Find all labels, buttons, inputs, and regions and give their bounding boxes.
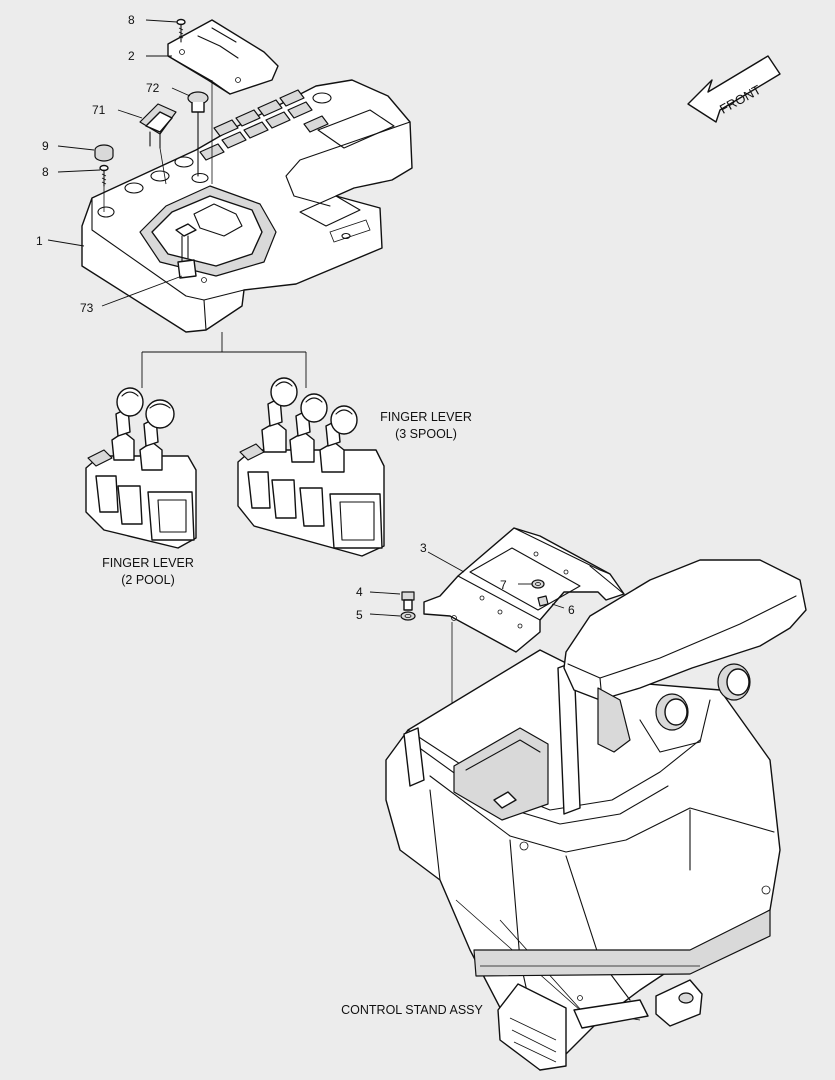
- finger-lever-3-spool: [237, 377, 385, 557]
- callout-numbers: 8 2 72 71 9 8 1 73 3 4 5 7 6: [36, 13, 575, 622]
- callout-1: 1: [36, 234, 43, 248]
- callout-72: 72: [146, 81, 160, 95]
- callout-73: 73: [80, 301, 94, 315]
- round-button-hole: [312, 92, 332, 104]
- washer-lower: [400, 611, 416, 621]
- callout-2: 2: [128, 49, 135, 63]
- screw-left: [99, 164, 109, 187]
- callout-8-top: 8: [128, 13, 135, 27]
- washer-upper: [531, 579, 545, 589]
- callout-8-left: 8: [42, 165, 49, 179]
- wiring-harness: [175, 223, 197, 279]
- cover-plate: [167, 19, 279, 95]
- callout-4: 4: [356, 585, 363, 599]
- finger-lever-2-label: FINGER LEVER: [102, 556, 194, 570]
- armrest-knob-right: [717, 663, 751, 701]
- small-bolt: [537, 595, 549, 607]
- control-stand: [385, 649, 781, 1071]
- front-arrow: FRONT: [687, 55, 781, 123]
- rubber-plug: [94, 144, 114, 162]
- finger-lever-2-spool: [85, 387, 197, 549]
- callout-71: 71: [92, 103, 106, 117]
- captions: FINGER LEVER (3 SPOOL) FINGER LEVER (2 P…: [102, 410, 483, 1017]
- armrest-knob-left: [655, 693, 689, 731]
- bolt: [401, 591, 415, 611]
- console-cover: [81, 79, 413, 333]
- callout-6: 6: [568, 603, 575, 617]
- control-stand-label: CONTROL STAND ASSY: [341, 1003, 483, 1017]
- branch-connector: [141, 332, 307, 388]
- finger-lever-3-sublabel: (3 SPOOL): [395, 427, 457, 441]
- callout-7: 7: [500, 578, 507, 592]
- finger-lever-2-sublabel: (2 POOL): [121, 573, 175, 587]
- screw-top: [176, 18, 186, 43]
- rocker-switch: [139, 103, 177, 149]
- switch-grid: [199, 89, 329, 161]
- callout-3: 3: [420, 541, 427, 555]
- mounting-bracket: [423, 527, 625, 653]
- callout-leaders: [47, 19, 565, 617]
- push-button: [187, 91, 209, 177]
- callout-5: 5: [356, 608, 363, 622]
- armrest: [563, 559, 807, 701]
- callout-9: 9: [42, 139, 49, 153]
- finger-lever-3-label: FINGER LEVER: [380, 410, 472, 424]
